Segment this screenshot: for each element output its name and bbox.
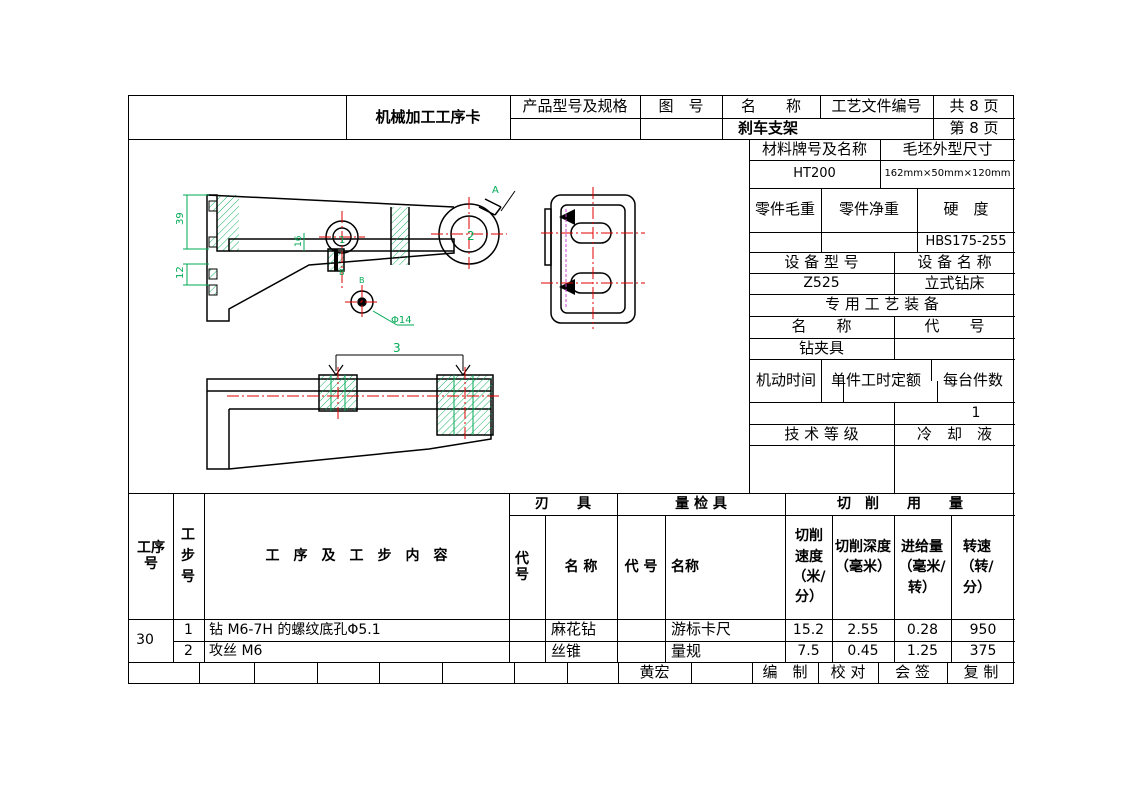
dim-12-label: 12 xyxy=(175,266,186,279)
feed-label: 进给量（毫米/转） xyxy=(898,539,946,596)
top-centerlines xyxy=(227,367,501,441)
equip-model-label: 设 备 型 号 xyxy=(784,252,859,271)
rpm-label: 转速（转/分） xyxy=(960,539,994,596)
product-model-label: 产品型号及规格 xyxy=(522,97,628,116)
front-view xyxy=(206,190,516,322)
hardness-value: HBS175-255 xyxy=(925,233,1007,249)
front-centerlines xyxy=(319,197,507,319)
step-2-no: 2 xyxy=(184,643,193,660)
step-2-depth: 0.45 xyxy=(847,643,879,660)
blank-size-value: 162mm×50mm×120mm xyxy=(884,168,1011,180)
process-doc-no-label: 工艺文件编号 xyxy=(831,97,922,116)
part-name: 刹车支架 xyxy=(737,118,798,137)
equip-name-label: 设 备 名 称 xyxy=(917,252,992,271)
step-2-feed: 1.25 xyxy=(906,643,939,660)
step-no-label: 工步号 xyxy=(181,526,195,585)
gross-weight-label: 零件毛重 xyxy=(755,200,816,219)
tech-grade-label: 技 术 等 级 xyxy=(784,424,859,443)
speed-label: 切削速度（米/分） xyxy=(792,528,826,606)
depth-label: 切削深度（毫米） xyxy=(835,539,891,576)
dim-16-label: 16 xyxy=(294,235,304,247)
dim-39-label: 39 xyxy=(175,212,186,225)
fixture-name-label: 名 称 xyxy=(791,317,852,336)
machine-time-label: 机动时间 xyxy=(755,370,816,389)
equip-model-value: Z525 xyxy=(803,275,840,292)
view-b-label-2: B xyxy=(359,276,365,285)
step-2-gauge: 量规 xyxy=(671,641,702,660)
step-1-gauge: 游标卡尺 xyxy=(671,620,732,639)
coolant-label: 冷 却 液 xyxy=(916,424,992,443)
step-2-cutter: 丝锥 xyxy=(551,641,582,660)
mark-3-label: 3 xyxy=(393,341,401,355)
step-1-speed: 15.2 xyxy=(792,621,825,638)
view-a-label: A xyxy=(492,185,499,196)
check-label: 校 对 xyxy=(830,663,866,682)
compile-label: 编 制 xyxy=(762,663,808,682)
net-weight-label: 零件净重 xyxy=(838,200,899,219)
process-card: 机械加工工序卡 产品型号及规格 图 号 名 称 工艺文件编号 共 8 页 刹车支… xyxy=(128,95,1015,684)
gauge-code-label: 代 号 xyxy=(624,558,658,575)
step-1-feed: 0.28 xyxy=(906,621,939,638)
step-2-rpm: 375 xyxy=(969,643,997,660)
review-label: 复 制 xyxy=(963,663,999,682)
drawing-no-label: 图 号 xyxy=(658,97,704,116)
hardness-label: 硬 度 xyxy=(943,200,989,219)
step-1-depth: 2.55 xyxy=(847,621,879,638)
process-drawing: 39 12 16 Φ14 A B B 1 2 xyxy=(175,185,645,470)
front-dimensions xyxy=(183,194,414,326)
cutter-name-label: 名 称 xyxy=(564,558,598,575)
per-unit-value: 1 xyxy=(971,404,981,421)
total-pages: 共 8 页 xyxy=(949,97,999,116)
step-2-speed: 7.5 xyxy=(797,643,820,660)
step-2-content: 攻丝 M6 xyxy=(209,643,263,660)
step-1-rpm: 950 xyxy=(969,621,997,638)
part-name-label: 名 称 xyxy=(740,97,801,116)
dim-phi14-label: Φ14 xyxy=(391,315,412,326)
equip-name-value: 立式钻床 xyxy=(924,273,985,292)
fixture-header: 专 用 工 艺 装 备 xyxy=(825,295,939,314)
fixture-code-label: 代 号 xyxy=(924,317,985,336)
mark-2-label: 2 xyxy=(467,229,475,243)
cutting-label: 切 削 用 量 xyxy=(837,495,963,512)
per-unit-label: 每台件数 xyxy=(942,370,1003,389)
top-view xyxy=(206,354,494,470)
blank-size-label: 毛坯外型尺寸 xyxy=(902,139,993,158)
side-view xyxy=(544,194,636,324)
sign-label: 会 签 xyxy=(895,663,930,682)
side-centerlines xyxy=(541,187,645,329)
process-no-value: 30 xyxy=(136,632,154,649)
card-title: 机械加工工序卡 xyxy=(375,107,481,126)
process-no-label: 工序号 xyxy=(137,539,165,572)
gauge-label: 量 检 具 xyxy=(675,495,727,512)
cutter-label: 刃 具 xyxy=(535,495,591,512)
fixture-name-value: 钻夹具 xyxy=(798,338,844,357)
author-name: 黄宏 xyxy=(639,663,670,682)
cutter-code-label: 代号 xyxy=(515,550,529,583)
gauge-name-label: 名称 xyxy=(671,558,699,575)
page-number: 第 8 页 xyxy=(949,118,999,137)
mark-1-label: 1 xyxy=(339,235,345,246)
unit-time-label: 单件工时定额 xyxy=(830,370,921,389)
step-1-content: 钻 M6-7H 的螺纹底孔Φ5.1 xyxy=(209,621,381,638)
view-b-label-1: B xyxy=(339,268,345,277)
material-label: 材料牌号及名称 xyxy=(761,139,867,158)
step-1-cutter: 麻花钻 xyxy=(551,620,597,639)
content-label: 工 序 及 工 步 内 容 xyxy=(265,547,448,564)
step-1-no: 1 xyxy=(184,621,193,638)
material-value: HT200 xyxy=(793,165,836,181)
